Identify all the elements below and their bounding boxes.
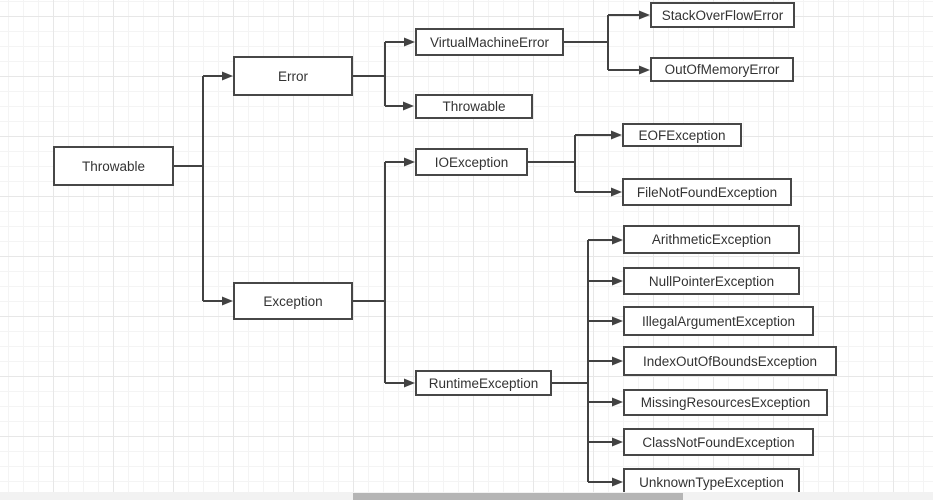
connector-lines <box>174 14 641 483</box>
node-runtime-exception: RuntimeException <box>415 370 552 396</box>
node-class-not-found-exception: ClassNotFoundException <box>623 428 814 456</box>
node-eof-exception: EOFException <box>622 123 742 147</box>
node-stack-overflow-error: StackOverFlowError <box>650 2 795 28</box>
node-error: Error <box>233 56 353 96</box>
node-exception: Exception <box>233 282 353 320</box>
node-file-not-found-exception: FileNotFoundException <box>622 178 792 206</box>
node-missing-resources-exception: MissingResourcesException <box>623 389 828 416</box>
node-null-pointer-exception: NullPointerException <box>623 267 800 295</box>
node-throwable-sub: Throwable <box>415 94 533 119</box>
node-illegal-argument-exception: IllegalArgumentException <box>623 306 814 336</box>
node-io-exception: IOException <box>415 148 528 176</box>
node-unknown-type-exception: UnknownTypeException <box>623 468 800 496</box>
node-arithmetic-exception: ArithmeticException <box>623 225 800 254</box>
node-index-out-of-bounds-exception: IndexOutOfBoundsException <box>623 346 837 376</box>
horizontal-scrollbar-thumb[interactable] <box>353 493 683 500</box>
node-virtual-machine-error: VirtualMachineError <box>415 28 564 56</box>
node-throwable: Throwable <box>53 146 174 186</box>
node-out-of-memory-error: OutOfMemoryError <box>650 57 794 82</box>
horizontal-scrollbar[interactable] <box>0 492 933 500</box>
